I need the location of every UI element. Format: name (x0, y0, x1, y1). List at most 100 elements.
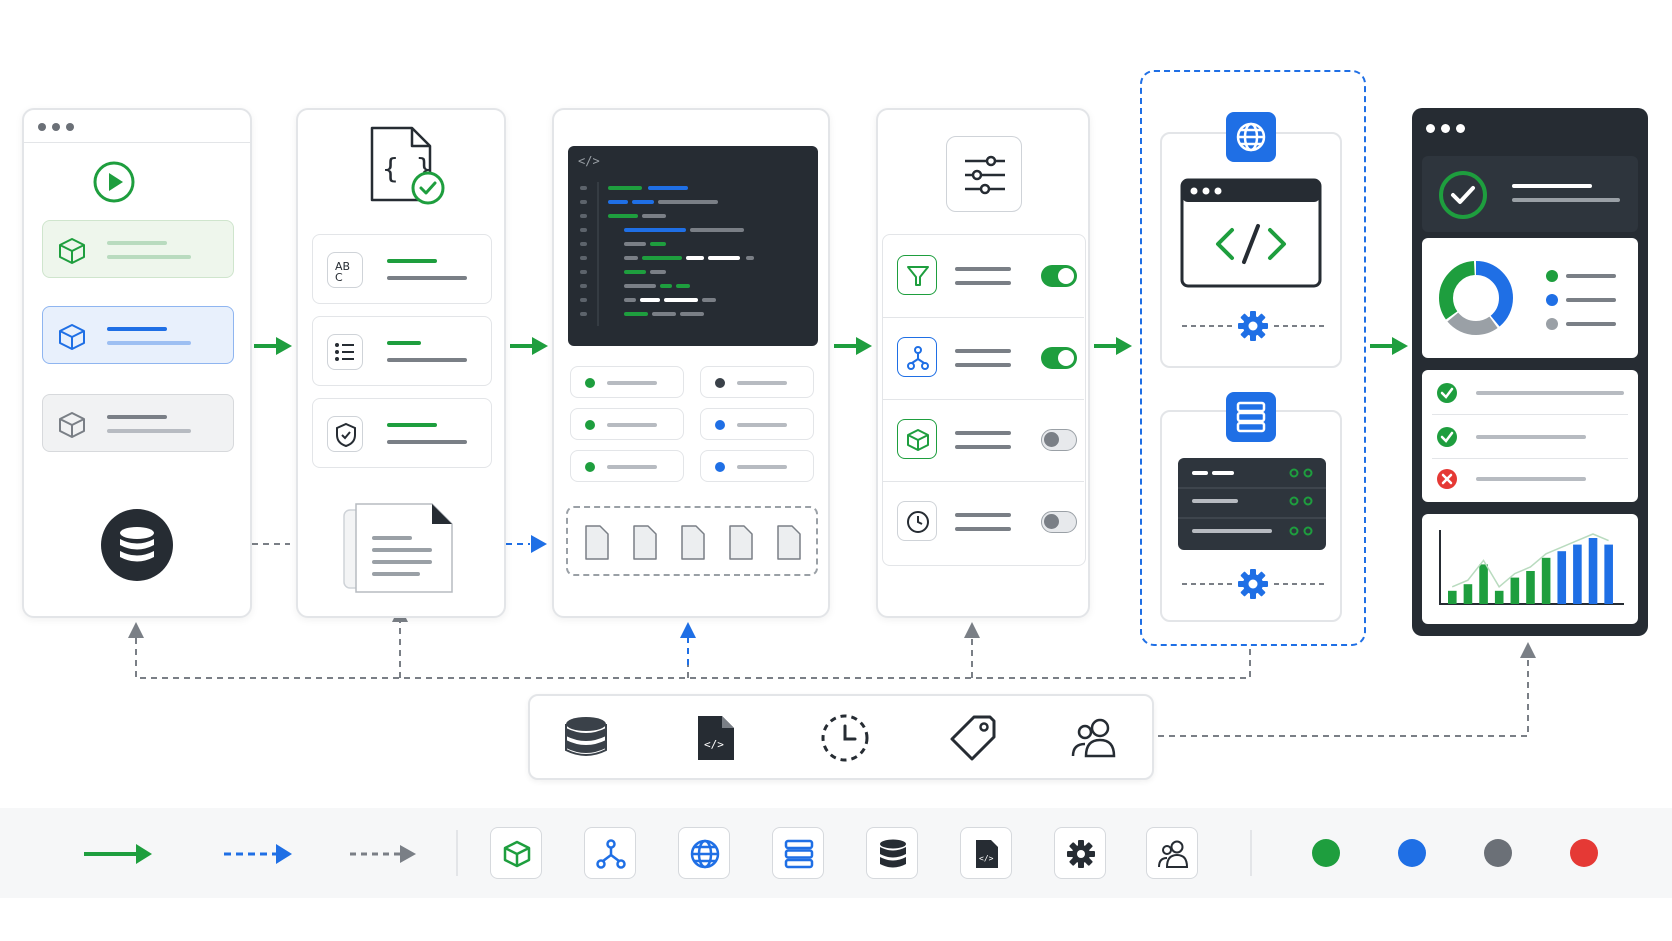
window-dot (1441, 124, 1450, 133)
bar-chart-card[interactable] (1422, 514, 1638, 624)
config-row-network[interactable] (883, 317, 1084, 400)
dashed-gray-arrow (350, 845, 416, 863)
config-row-clock[interactable] (883, 481, 1084, 563)
svg-text:C: C (335, 271, 343, 284)
success-icon (1437, 427, 1457, 447)
gear-icon (1067, 840, 1095, 868)
tag-icon[interactable] (950, 715, 996, 761)
bar (1526, 571, 1535, 604)
legend-color-dot (1398, 839, 1426, 867)
donut-chart (1439, 261, 1513, 335)
legend-network[interactable] (584, 827, 636, 879)
file-drop-area[interactable] (566, 506, 818, 576)
status-chip[interactable] (700, 450, 814, 482)
window-dot (38, 123, 46, 131)
toggle-switch[interactable] (1041, 347, 1077, 369)
legend-server[interactable] (772, 827, 824, 879)
donut-card[interactable] (1422, 238, 1638, 358)
users-icon[interactable] (1070, 716, 1118, 760)
bar (1557, 551, 1567, 604)
checklist-card[interactable] (1422, 370, 1638, 502)
filter-icon (897, 255, 937, 295)
code-file-icon: </> (976, 840, 998, 868)
bar (1494, 590, 1504, 604)
toggle-switch[interactable] (1041, 265, 1077, 287)
donut-slice (1439, 261, 1513, 335)
svg-text:AB: AB (335, 260, 350, 273)
server-rack (1178, 458, 1326, 550)
source-card-green[interactable] (42, 220, 234, 278)
bar (1604, 544, 1613, 604)
source-panel (22, 108, 252, 618)
bar-chart (1439, 530, 1624, 605)
config-panel (876, 108, 1090, 618)
json-file-icon[interactable]: { } (368, 126, 448, 206)
donut-slice (1439, 261, 1513, 335)
schema-field-list[interactable] (312, 316, 492, 386)
cube-icon (59, 238, 85, 264)
source-card-blue[interactable] (42, 306, 234, 364)
documents-icon[interactable] (342, 500, 458, 596)
status-chip[interactable] (570, 366, 684, 398)
config-row-cube[interactable] (883, 399, 1084, 482)
cube-icon (59, 324, 85, 350)
bar (1573, 544, 1582, 604)
solid-green-arrow (84, 844, 152, 864)
play-icon[interactable] (92, 160, 136, 204)
file-icons (585, 525, 801, 560)
bar (1448, 590, 1457, 604)
status-chip[interactable] (700, 366, 814, 398)
web-app-card[interactable] (1160, 132, 1342, 368)
window-dot (66, 123, 74, 131)
gear-icon (1182, 311, 1324, 341)
sliders-icon[interactable] (946, 136, 1022, 212)
globe-icon[interactable] (1226, 112, 1276, 162)
legend-code-file[interactable]: </> (960, 827, 1012, 879)
toggle-switch[interactable] (1041, 511, 1077, 533)
network-icon (897, 337, 937, 377)
bar (1463, 584, 1473, 604)
config-list (882, 234, 1086, 566)
toggle-switch[interactable] (1041, 429, 1077, 451)
success-icon (1437, 383, 1457, 403)
config-row-filter[interactable] (883, 235, 1084, 318)
legend-users[interactable] (1146, 827, 1198, 879)
trend-line (1451, 533, 1609, 588)
database-icon[interactable] (100, 508, 174, 582)
code-file-icon[interactable]: </> (696, 714, 736, 762)
gear-icon (1182, 569, 1324, 599)
bar (1479, 564, 1488, 604)
legend-globe[interactable] (678, 827, 730, 879)
bar (1541, 557, 1551, 604)
legend-cube[interactable] (490, 827, 542, 879)
dashed-blue-arrow (224, 844, 292, 864)
source-card-gray[interactable] (42, 394, 234, 452)
legend-database[interactable] (866, 827, 918, 879)
users-icon (1158, 840, 1189, 868)
legend-color-dot (1484, 839, 1512, 867)
check-circle-icon (1439, 171, 1487, 219)
schema-field-shield[interactable] (312, 398, 492, 468)
database-icon[interactable] (564, 716, 608, 760)
window-dot (1456, 124, 1465, 133)
legend-gear[interactable] (1054, 827, 1106, 879)
clock-icon[interactable] (820, 713, 870, 763)
globe-icon (690, 839, 720, 869)
status-chip[interactable] (700, 408, 814, 440)
clock-icon (897, 501, 937, 541)
status-chip[interactable] (570, 450, 684, 482)
code-editor[interactable]: </> (568, 146, 818, 346)
legend-color-dot (1312, 839, 1340, 867)
legend-color-dot (1570, 839, 1598, 867)
browser-code-icon (1180, 178, 1322, 288)
deploy-group (1140, 70, 1366, 646)
server-icon (784, 839, 814, 869)
network-icon (596, 839, 626, 869)
error-icon (1437, 469, 1457, 489)
server-card[interactable] (1160, 410, 1342, 622)
server-icon[interactable] (1226, 392, 1276, 442)
cube-icon (503, 840, 531, 868)
status-chip[interactable] (570, 408, 684, 440)
